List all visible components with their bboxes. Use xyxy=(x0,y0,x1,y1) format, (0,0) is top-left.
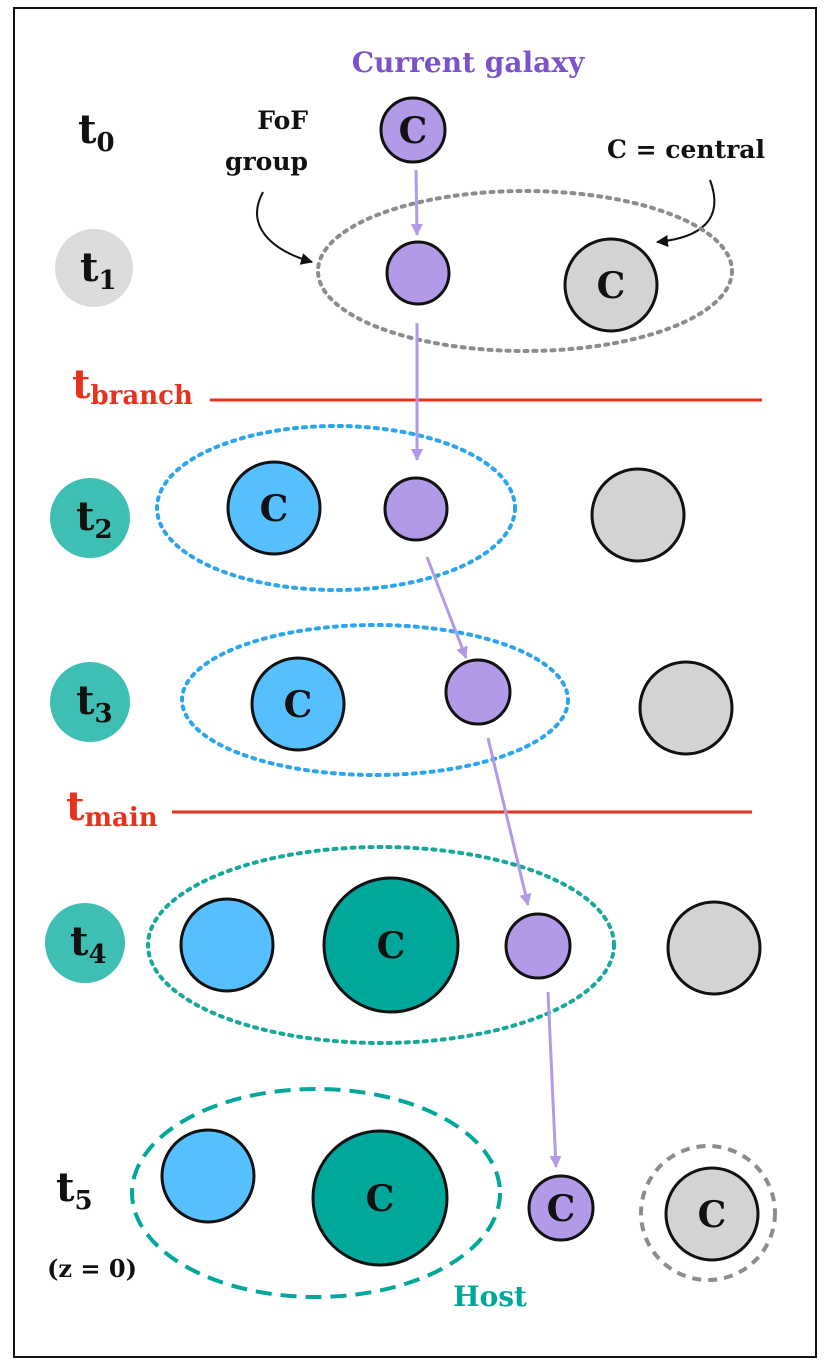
time-label-t3: t3 xyxy=(76,677,113,729)
central-marker: C xyxy=(260,488,289,530)
grey-galaxy-t3 xyxy=(638,660,734,756)
central-marker: C xyxy=(399,110,428,152)
trajectory-arrow-t3-t4 xyxy=(486,737,532,906)
host-ellipse-t5 xyxy=(130,1087,502,1299)
time-label-t0: t0 xyxy=(78,106,115,158)
fof-group-ellipse-t2 xyxy=(155,424,517,592)
fof-group-pointer-arrow xyxy=(256,191,313,265)
fof-group-ellipse-t3 xyxy=(180,623,570,777)
central-marker: C xyxy=(597,265,626,307)
trajectory-arrow-t0-t1 xyxy=(410,169,423,236)
trajectory-arrows xyxy=(410,169,562,1168)
current-galaxy-t1 xyxy=(385,240,451,306)
time-label-t2: t2 xyxy=(76,493,113,545)
fof-group-label-line2: group xyxy=(225,147,308,176)
time-label-tbranch: tbranch xyxy=(72,361,193,411)
central-key-pointer-arrow xyxy=(656,179,716,247)
time-label-tmain: tmain xyxy=(66,783,158,833)
central-marker: C xyxy=(377,925,406,967)
time-badge-t2 xyxy=(50,478,130,558)
grey-galaxy-t2 xyxy=(590,467,686,563)
current-galaxy-t3 xyxy=(444,658,512,726)
blue-galaxy-t5 xyxy=(160,1128,256,1224)
current-galaxy-t0 xyxy=(379,96,447,164)
grey-galaxy-t4 xyxy=(666,900,762,996)
host-label: Host xyxy=(453,1280,527,1313)
time-label-t4: t4 xyxy=(70,918,107,970)
central-galaxy-t4 xyxy=(322,876,460,1014)
central-galaxy-t3 xyxy=(250,656,346,752)
trajectory-arrow-t4-t5 xyxy=(546,991,562,1168)
diagram-frame xyxy=(13,7,817,1358)
time-badge-t1 xyxy=(55,229,133,307)
central-marker: C xyxy=(698,1194,727,1236)
fof-group-ellipse-t1 xyxy=(316,189,734,353)
central-key-label: C = central xyxy=(607,135,765,164)
time-label-t1: t1 xyxy=(80,244,117,296)
time-label-t5: t5 xyxy=(56,1164,93,1216)
current-galaxy-label: Current galaxy xyxy=(352,46,585,79)
central-marker: C xyxy=(366,1178,395,1220)
grey-central-galaxy-t5 xyxy=(664,1166,760,1262)
blue-galaxy-t4 xyxy=(179,897,275,993)
time-badge-t4 xyxy=(45,903,125,983)
current-galaxy-t2 xyxy=(383,476,449,542)
redshift-label: (z = 0) xyxy=(47,1254,137,1283)
current-galaxy-t5 xyxy=(527,1174,595,1242)
central-galaxy-t2 xyxy=(226,460,322,556)
time-badge-t3 xyxy=(50,662,130,742)
central-marker: C xyxy=(547,1188,576,1230)
fof-group-label-line1: FoF xyxy=(257,106,308,135)
central-marker: C xyxy=(284,684,313,726)
central-galaxy-t1 xyxy=(563,237,659,333)
trajectory-arrow-t2-t3 xyxy=(425,556,468,659)
fof-group-ellipse-t4 xyxy=(146,845,616,1045)
central-galaxy-t5 xyxy=(311,1129,449,1267)
current-galaxy-t4 xyxy=(504,912,572,980)
grey-group-circle-t5 xyxy=(639,1144,777,1282)
